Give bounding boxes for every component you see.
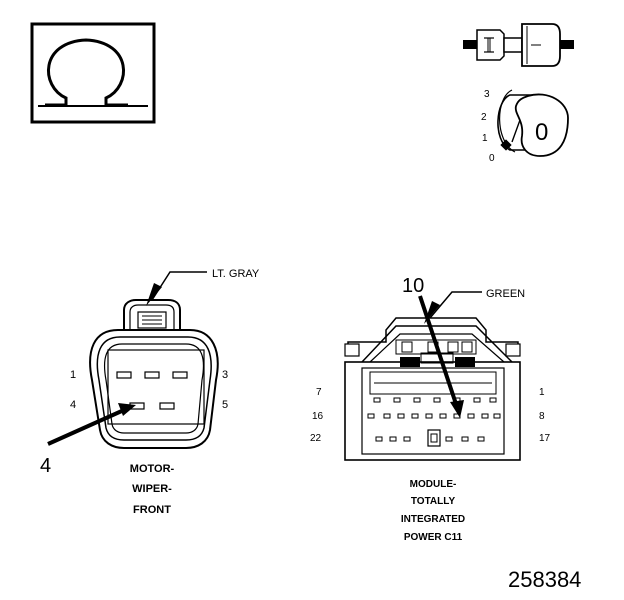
module-pin-label-17: 17 (539, 433, 551, 444)
module-pin-label-1: 1 (539, 387, 545, 398)
motor-pin-label-3: 3 (222, 369, 228, 381)
motor-color-callout: LT. GRAY (212, 268, 260, 280)
motor-pin-3 (172, 371, 188, 379)
key-label: 0 (535, 119, 548, 146)
ohm-icon (45, 38, 128, 107)
module-key-slot (427, 429, 441, 447)
ignition-key-switch: 3 2 1 0 0 (481, 89, 569, 164)
module-pin-row-1 (373, 397, 497, 403)
motor-name-line-2: WIPER- (132, 483, 172, 495)
connector-plug-icon (463, 23, 574, 67)
key-head-icon (514, 93, 569, 157)
motor-pin-label-4: 4 (70, 399, 76, 411)
key-position-2: 2 (481, 112, 487, 123)
module-pin-row-2 (367, 413, 501, 419)
motor-callout-number: 4 (40, 455, 51, 477)
motor-pin-label-5: 5 (222, 399, 228, 411)
module-pin-row-3 (375, 436, 485, 442)
module-pin-label-7: 7 (316, 387, 322, 398)
module-connector: GREEN (310, 275, 551, 543)
module-pin-label-22: 22 (310, 433, 322, 444)
key-position-0: 0 (489, 153, 495, 164)
key-position-3: 3 (484, 89, 490, 100)
module-color-callout: GREEN (486, 288, 525, 300)
figure-id: 258384 (508, 567, 581, 592)
motor-pin-label-1: 1 (70, 369, 76, 381)
motor-name-line-3: FRONT (133, 504, 171, 516)
module-name-line-4: POWER C11 (404, 532, 463, 543)
module-name-line-3: INTEGRATED (401, 514, 465, 525)
module-pin-label-16: 16 (312, 411, 324, 422)
motor-pin-1 (116, 371, 132, 379)
motor-pin-5 (159, 402, 175, 410)
module-pin-label-8: 8 (539, 411, 545, 422)
key-position-1: 1 (482, 133, 488, 144)
module-callout-number: 10 (402, 275, 424, 297)
motor-name-line-1: MOTOR- (130, 463, 175, 475)
module-name-line-1: MODULE- (410, 479, 457, 490)
ohm-symbol-box (30, 22, 156, 124)
motor-connector: LT. GRAY 1 3 4 5 4 MOTOR- WIPER- FRONT (40, 268, 260, 516)
motor-pin-2 (144, 371, 160, 379)
module-name-line-2: TOTALLY (411, 496, 456, 507)
